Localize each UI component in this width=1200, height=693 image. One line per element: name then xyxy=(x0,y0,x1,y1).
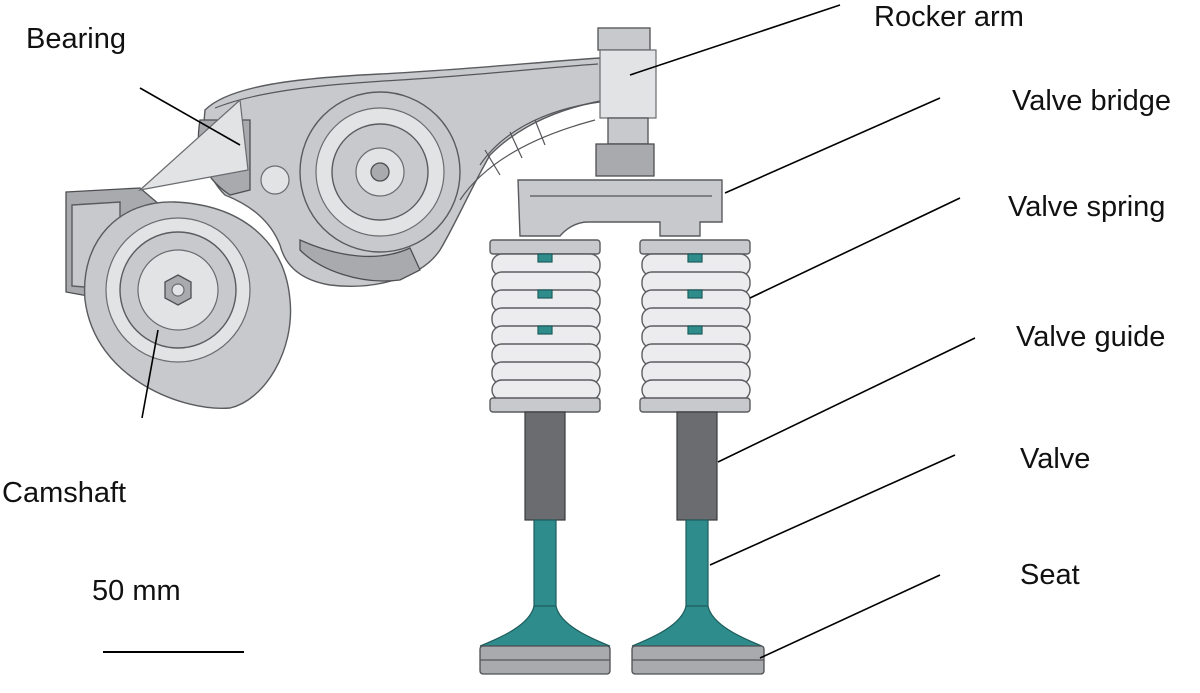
label-valve-spring: Valve spring xyxy=(1008,191,1165,223)
label-valve: Valve xyxy=(1020,443,1090,475)
left-valve-assembly xyxy=(479,239,611,675)
scale-bar: 50 mm xyxy=(92,575,244,653)
right-valve-assembly xyxy=(631,239,765,675)
leader-seat xyxy=(759,574,941,659)
leader-rocker-arm xyxy=(629,4,841,76)
label-valve-guide: Valve guide xyxy=(1016,321,1165,353)
label-bearing: Bearing xyxy=(26,23,126,55)
label-valve-bridge: Valve bridge xyxy=(1012,85,1171,117)
label-seat: Seat xyxy=(1020,559,1080,591)
valve-bridge-drawing xyxy=(517,179,723,237)
scale-bar-label: 50 mm xyxy=(92,575,181,607)
leader-valve-guide xyxy=(717,337,976,463)
leader-bearing xyxy=(139,87,241,146)
leader-valve-bridge xyxy=(724,97,941,194)
rocker-arm-drawing xyxy=(138,27,657,287)
leader-valve xyxy=(709,454,956,566)
leader-valve-spring xyxy=(749,197,961,299)
label-camshaft: Camshaft xyxy=(2,477,126,509)
leader-camshaft xyxy=(141,329,159,419)
camshaft-drawing xyxy=(65,187,292,410)
label-rocker-arm: Rocker arm xyxy=(874,1,1024,33)
